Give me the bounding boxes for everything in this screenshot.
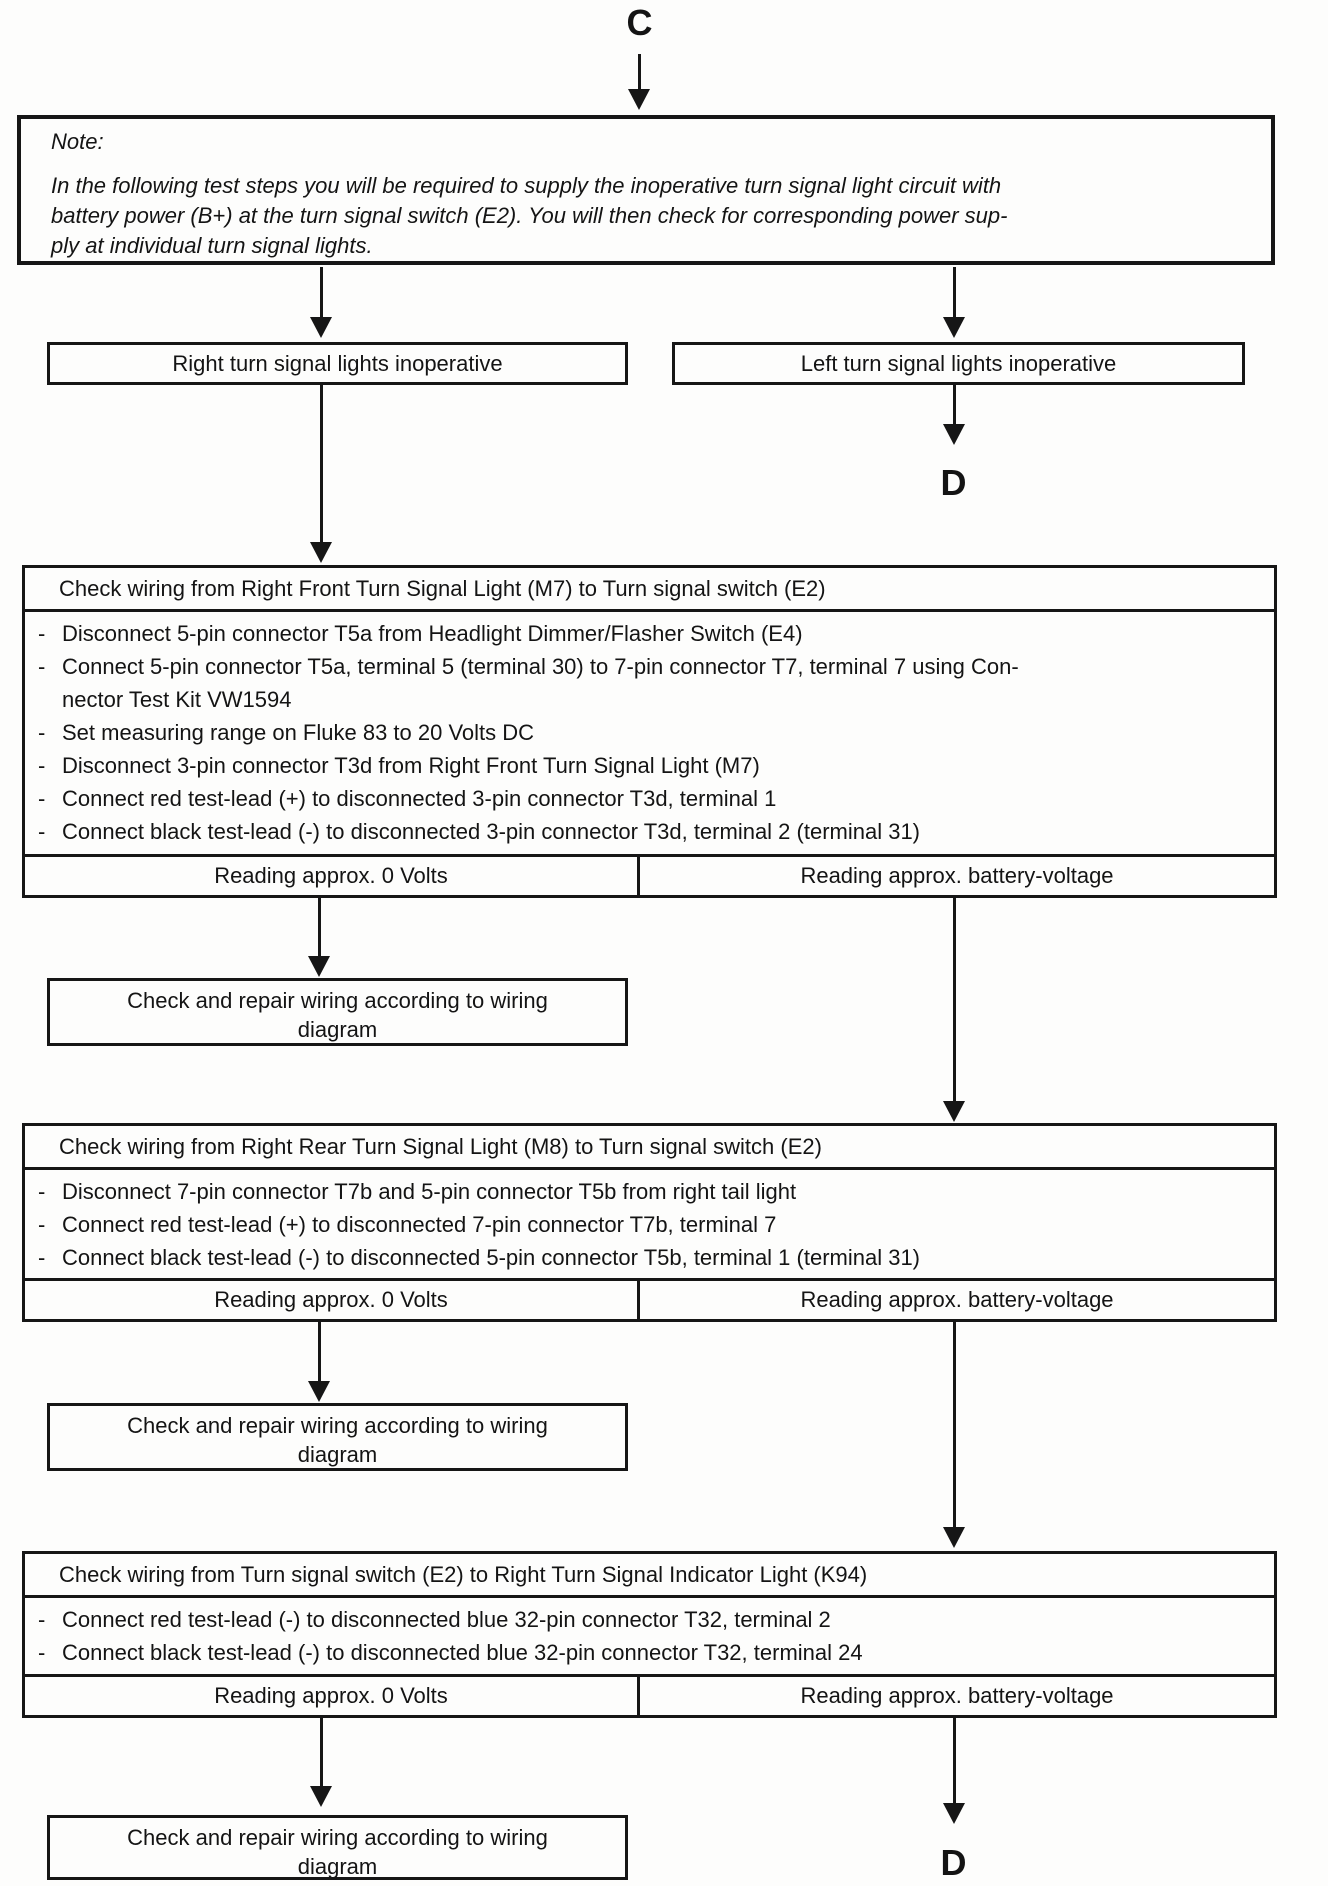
branch-box-left-turn: Left turn signal lights inoperative <box>672 342 1245 385</box>
repair-line-2: diagram <box>297 1854 378 1879</box>
arrow-shaft <box>320 385 323 543</box>
connector-label-d-upper: D <box>940 462 968 503</box>
arrow-shaft <box>953 1718 956 1805</box>
down-arrow-icon <box>943 424 965 445</box>
repair-line-2: diagram <box>297 1442 378 1467</box>
step-box-front-light: Check wiring from Right Front Turn Signa… <box>22 565 1277 898</box>
arrow-shaft <box>953 267 956 320</box>
repair-box-2: Check and repair wiring according to wir… <box>47 1403 628 1471</box>
bullet-text: Connect black test-lead (-) to disconnec… <box>62 1640 863 1665</box>
note-line-2: battery power (B+) at the turn signal sw… <box>51 203 1008 228</box>
bullet-text: Disconnect 3-pin connector T3d from Righ… <box>62 753 760 778</box>
down-arrow-icon <box>308 956 330 977</box>
bullet-line: - Connect red test-lead (+) to disconnec… <box>35 1208 1262 1241</box>
bullet-dash: - <box>38 1640 46 1665</box>
note-box: Note: In the following test steps you wi… <box>17 115 1275 265</box>
arrow-shaft <box>953 385 956 427</box>
bullet-line: - Connect red test-lead (-) to disconnec… <box>35 1603 1262 1636</box>
bullet-dash: - <box>38 819 46 844</box>
bullet-line: - Connect black test-lead (-) to disconn… <box>35 1241 1262 1274</box>
bullet-dash: - <box>38 1245 46 1270</box>
step-instructions: - Disconnect 5-pin connector T5a from He… <box>25 612 1274 854</box>
step-instructions: - Connect red test-lead (-) to disconnec… <box>25 1598 1274 1674</box>
bullet-line: nector Test Kit VW1594 <box>35 683 1262 716</box>
bullet-line: - Disconnect 7-pin connector T7b and 5-p… <box>35 1175 1262 1208</box>
result-cell-zero-volts: Reading approx. 0 Volts <box>25 1677 640 1715</box>
step-title: Check wiring from Right Front Turn Signa… <box>25 568 1274 612</box>
result-row: Reading approx. 0 Volts Reading approx. … <box>25 1674 1274 1715</box>
arrow-shaft <box>318 898 321 958</box>
down-arrow-icon <box>310 1786 332 1807</box>
bullet-dash: - <box>38 753 46 778</box>
bullet-dash: - <box>38 1212 46 1237</box>
bullet-line: - Connect black test-lead (-) to disconn… <box>35 1636 1262 1669</box>
down-arrow-icon <box>943 1803 965 1824</box>
repair-line-1: Check and repair wiring according to wir… <box>127 988 548 1013</box>
bullet-line: - Disconnect 5-pin connector T5a from He… <box>35 617 1262 650</box>
bullet-text: nector Test Kit VW1594 <box>62 687 292 712</box>
repair-box-3: Check and repair wiring according to wir… <box>47 1815 628 1880</box>
arrow-shaft <box>320 267 323 320</box>
bullet-text: Disconnect 7-pin connector T7b and 5-pin… <box>62 1179 797 1204</box>
step-title: Check wiring from Right Rear Turn Signal… <box>25 1126 1274 1170</box>
bullet-dash: - <box>38 654 46 679</box>
connector-label-c: C <box>626 2 654 43</box>
note-label: Note: <box>51 129 104 154</box>
bullet-line: - Connect 5-pin connector T5a, terminal … <box>35 650 1262 683</box>
branch-label-left-turn: Left turn signal lights inoperative <box>800 350 1117 376</box>
bullet-dash: - <box>38 621 46 646</box>
result-row: Reading approx. 0 Volts Reading approx. … <box>25 854 1274 895</box>
result-cell-battery-voltage: Reading approx. battery-voltage <box>800 863 1114 888</box>
bullet-dash: - <box>38 786 46 811</box>
down-arrow-icon <box>943 1527 965 1548</box>
repair-line-1: Check and repair wiring according to wir… <box>127 1825 548 1850</box>
arrow-shaft <box>320 1718 323 1788</box>
step-box-indicator-light: Check wiring from Turn signal switch (E2… <box>22 1551 1277 1718</box>
down-arrow-icon <box>308 1381 330 1402</box>
bullet-text: Connect red test-lead (+) to disconnecte… <box>62 1212 777 1237</box>
result-cell-battery-voltage: Reading approx. battery-voltage <box>800 1683 1114 1708</box>
connector-label-d-bottom: D <box>940 1842 968 1883</box>
bullet-text: Connect red test-lead (+) to disconnecte… <box>62 786 777 811</box>
down-arrow-icon <box>310 317 332 338</box>
result-cell-zero-volts: Reading approx. 0 Volts <box>25 857 640 895</box>
down-arrow-icon <box>943 1101 965 1122</box>
step-box-rear-light: Check wiring from Right Rear Turn Signal… <box>22 1123 1277 1322</box>
arrow-shaft <box>953 898 956 1103</box>
bullet-dash: - <box>38 1179 46 1204</box>
bullet-dash: - <box>38 720 46 745</box>
bullet-text: Connect 5-pin connector T5a, terminal 5 … <box>62 654 1019 679</box>
bullet-line: - Connect red test-lead (+) to disconnec… <box>35 782 1262 815</box>
note-line-1: In the following test steps you will be … <box>51 173 1002 198</box>
down-arrow-icon <box>628 89 650 110</box>
note-line-3: ply at individual turn signal lights. <box>51 233 373 258</box>
bullet-dash: - <box>38 1607 46 1632</box>
bullet-dash <box>35 683 62 716</box>
step-instructions: - Disconnect 7-pin connector T7b and 5-p… <box>25 1170 1274 1278</box>
result-row: Reading approx. 0 Volts Reading approx. … <box>25 1278 1274 1319</box>
bullet-line: - Connect black test-lead (-) to disconn… <box>35 815 1262 848</box>
bullet-line: - Disconnect 3-pin connector T3d from Ri… <box>35 749 1262 782</box>
step-title: Check wiring from Turn signal switch (E2… <box>25 1554 1274 1598</box>
arrow-shaft <box>318 1322 321 1383</box>
arrow-shaft <box>638 54 641 92</box>
repair-box-1: Check and repair wiring according to wir… <box>47 978 628 1046</box>
bullet-text: Connect black test-lead (-) to disconnec… <box>62 819 921 844</box>
down-arrow-icon <box>943 317 965 338</box>
down-arrow-icon <box>310 542 332 563</box>
repair-line-1: Check and repair wiring according to wir… <box>127 1413 548 1438</box>
repair-line-2: diagram <box>297 1017 378 1042</box>
result-cell-battery-voltage: Reading approx. battery-voltage <box>800 1287 1114 1312</box>
result-cell-zero-volts: Reading approx. 0 Volts <box>25 1281 640 1319</box>
bullet-text: Disconnect 5-pin connector T5a from Head… <box>62 621 803 646</box>
bullet-line: - Set measuring range on Fluke 83 to 20 … <box>35 716 1262 749</box>
branch-label-right-turn: Right turn signal lights inoperative <box>172 350 503 376</box>
bullet-text: Connect black test-lead (-) to disconnec… <box>62 1245 921 1270</box>
branch-box-right-turn: Right turn signal lights inoperative <box>47 342 628 385</box>
bullet-text: Connect red test-lead (-) to disconnecte… <box>62 1607 831 1632</box>
arrow-shaft <box>953 1322 956 1529</box>
bullet-text: Set measuring range on Fluke 83 to 20 Vo… <box>62 720 535 745</box>
